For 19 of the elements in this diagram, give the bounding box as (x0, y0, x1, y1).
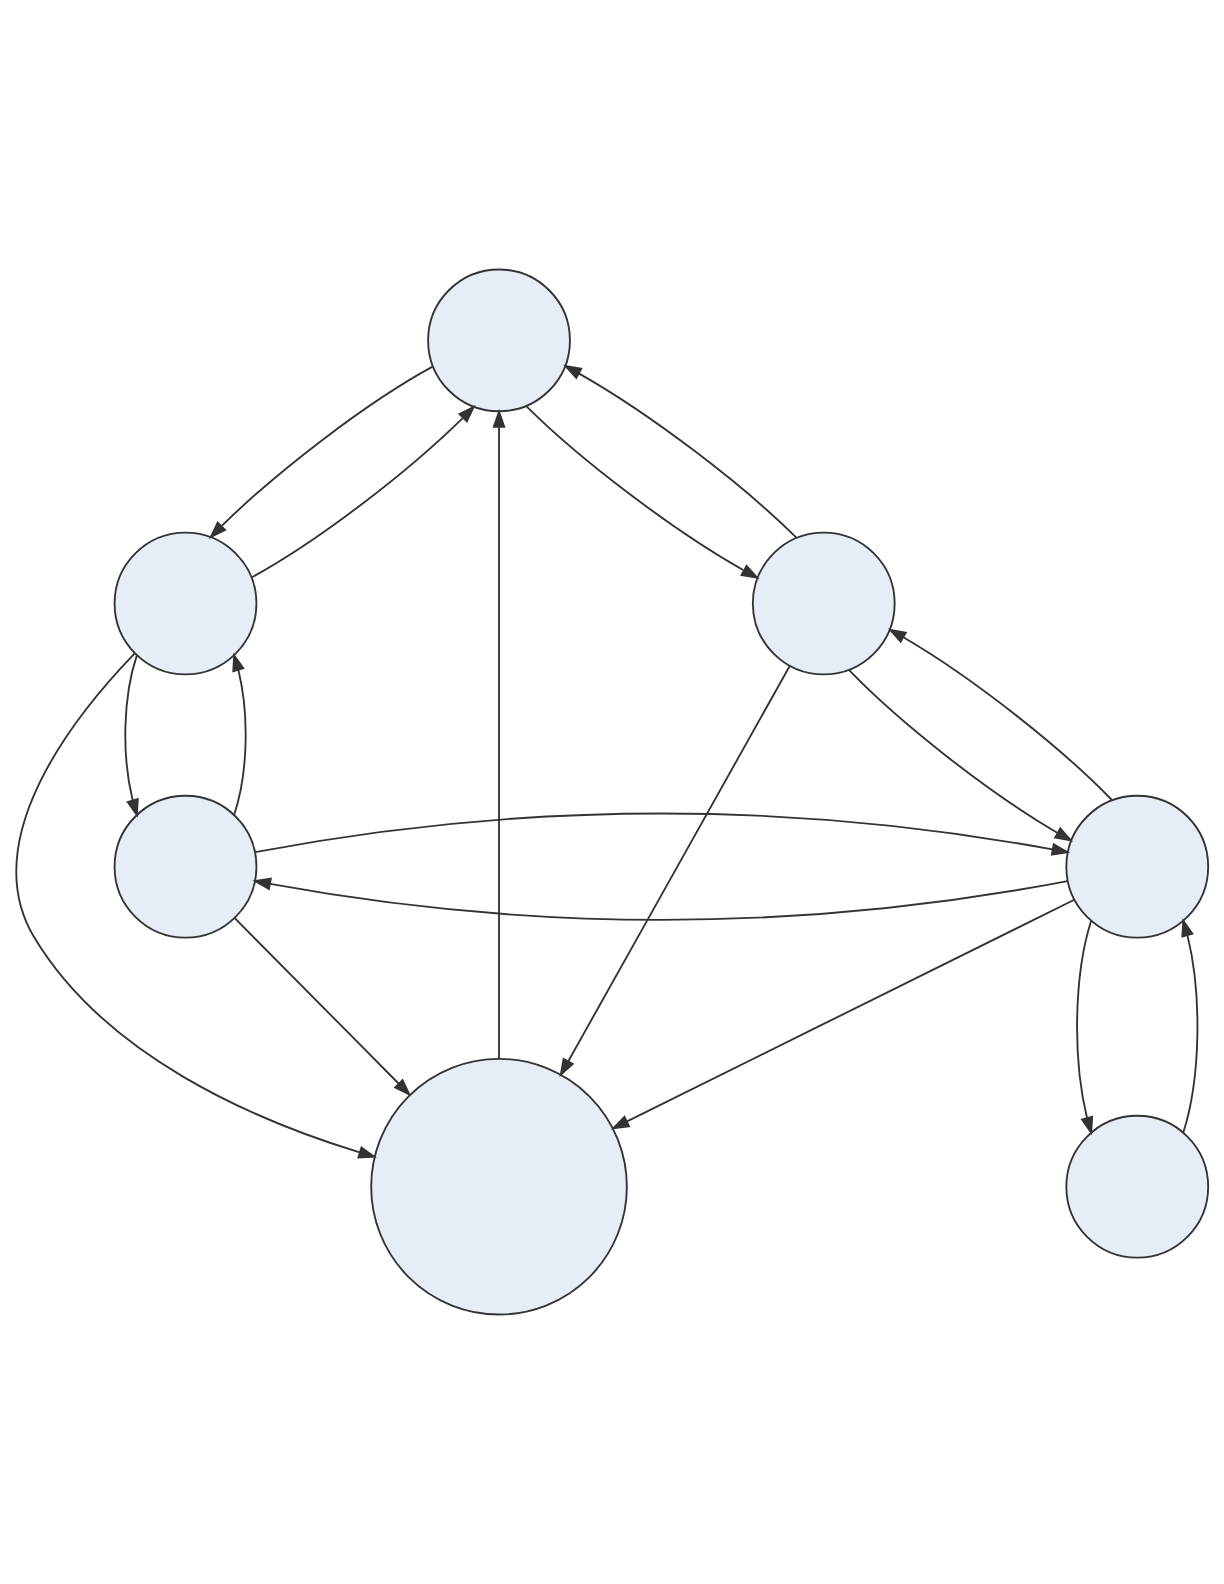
arrow (1181, 918, 1199, 1134)
arrow (208, 365, 434, 539)
arrow (559, 665, 791, 1077)
node-circle (427, 268, 571, 413)
arrow (251, 405, 476, 579)
arrow (232, 652, 247, 816)
arrow (610, 898, 1076, 1130)
arrow (252, 877, 1069, 921)
arrow (254, 812, 1071, 856)
arrow (1076, 919, 1094, 1136)
arrow (492, 409, 506, 1060)
arrow (233, 917, 412, 1097)
arrow (887, 628, 1113, 801)
arrow (563, 364, 798, 539)
arrow (124, 654, 139, 818)
arrow (15, 652, 377, 1159)
node-circle (751, 531, 896, 676)
arrow (848, 669, 1074, 842)
arrow (525, 405, 760, 580)
